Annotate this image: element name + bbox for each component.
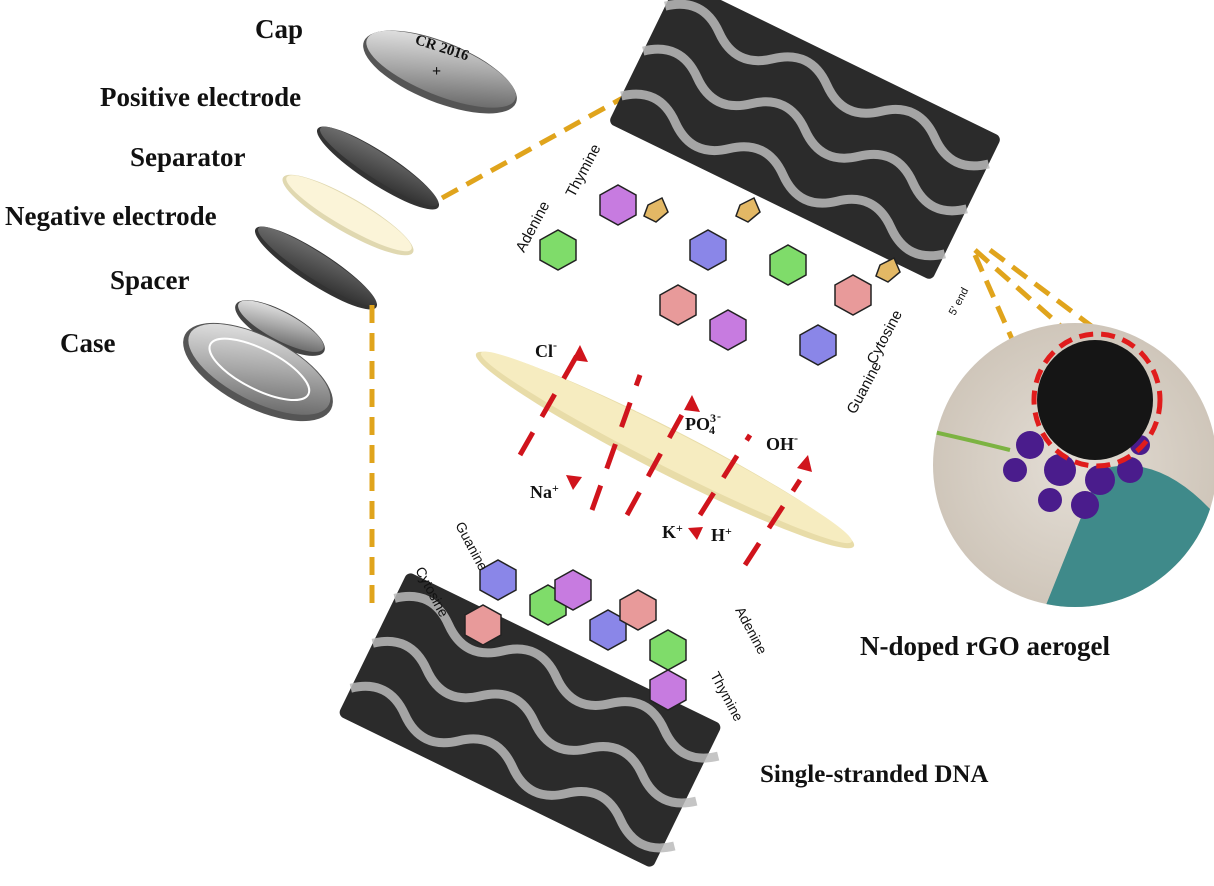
label-cap: Cap [255,14,303,44]
guanine-base-top-2 [799,324,837,366]
label-thymine-bottom: Thymine [707,669,746,724]
label-cytosine-top: Cytosine [864,307,906,367]
ion-h: H [711,525,725,545]
ion-po4: PO [685,414,710,434]
ion-transport-paths [517,348,803,567]
caption-aerogel: N-doped rGO aerogel [860,631,1110,661]
case-disc [183,322,333,422]
label-case: Case [60,328,116,358]
caption-dna: Single-stranded DNA [760,761,989,788]
label-separator: Separator [130,142,245,172]
arrow-up-icon [684,395,700,412]
arrow-up-icon [572,345,588,362]
arrow-down-icon [566,475,582,490]
label-guanine-bottom: Guanine [452,519,491,573]
guanine-base-bottom-1 [479,559,517,601]
guanine-base-bottom-2 [589,609,627,651]
cytosine-base-top-2 [834,274,872,316]
aerogel-photo [933,323,1214,607]
thymine-base-bottom-1 [554,569,592,611]
thymine-base-top [599,184,637,226]
thymine-base-bottom-2 [649,669,687,711]
arrow-up-icon [797,455,812,472]
label-positive-electrode: Positive electrode [100,82,301,112]
adenine-base-top [539,229,577,271]
label-5-end: 5' end [947,286,972,318]
highlight-circle [1031,331,1163,469]
sugar-ring [735,196,761,223]
dna-strand-bottom [464,559,687,711]
ion-cl: Cl [535,341,553,361]
negative-electrode-disc [254,226,378,310]
ion-arrowheads [566,345,812,540]
graphene-aerogel-bottom [339,573,721,867]
sugar-ring [643,196,669,223]
svg-text:H+: H+ [711,524,732,545]
cap-polarity: + [432,63,441,80]
spacer-disc [235,300,325,356]
label-guanine-top: Guanine [844,359,886,417]
svg-text:Cl-: Cl- [535,338,557,361]
ion-na: Na [530,482,552,502]
separator-disc [282,174,414,256]
cytosine-base-top-1 [659,284,697,326]
label-thymine-top: Thymine [562,141,604,200]
dna-strand-top [539,184,901,366]
cytosine-base-bottom-2 [619,589,657,631]
thymine-base-top-2 [709,309,747,351]
svg-text:OH-: OH- [766,431,798,454]
sugar-ring [875,256,901,283]
separator-membrane [475,351,855,549]
adenine-base-top-2 [769,244,807,286]
guanine-base-top-1 [689,229,727,271]
label-spacer: Spacer [110,265,190,295]
cap-disc [363,30,517,114]
cytosine-base-bottom-1 [464,604,502,646]
svg-text:K+: K+ [662,521,683,542]
arrow-down-icon [688,527,703,540]
ion-oh: OH [766,434,794,454]
svg-text:Na+: Na+ [530,481,559,502]
graphene-aerogel-top [610,0,1000,279]
label-adenine-bottom: Adenine [732,604,770,657]
positive-electrode-disc [316,126,440,210]
label-negative-electrode: Negative electrode [5,201,217,231]
adenine-base-bottom-2 [649,629,687,671]
ion-k: K [662,522,676,542]
